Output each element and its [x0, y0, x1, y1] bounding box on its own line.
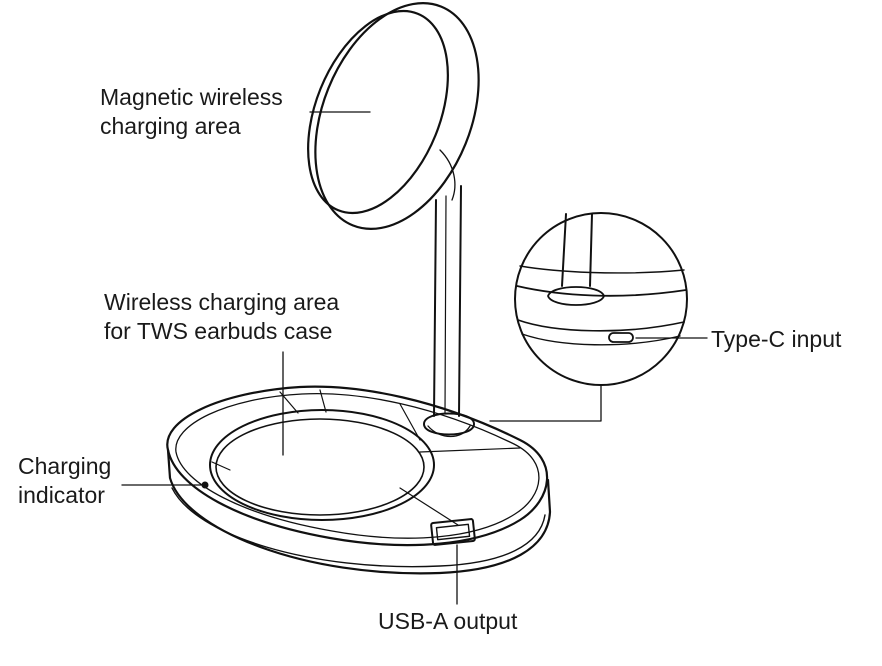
leader-lines [121, 111, 708, 605]
usb-a-port [430, 518, 476, 546]
earbuds-pad-outer [209, 409, 435, 521]
type-c-detail-zoom [514, 212, 688, 386]
magnetic-area-label-line2: charging area [100, 113, 241, 139]
earbuds-pad-inner [215, 418, 425, 516]
usb-a-output-label: USB-A output [378, 608, 518, 634]
charging-indicator-label-line1: Charging [18, 453, 111, 479]
magnetic-head [307, 2, 480, 230]
type-c-port [608, 332, 634, 343]
charger-base [166, 385, 552, 575]
stand-pole [433, 185, 462, 417]
tws-area-label-line2: for TWS earbuds case [104, 318, 332, 344]
charging-indicator-label-line2: indicator [18, 482, 105, 508]
tws-area-label-line1: Wireless charging area [104, 289, 339, 315]
magnetic-area-label-line1: Magnetic wireless [100, 84, 283, 110]
type-c-input-label: Type-C input [711, 326, 842, 352]
charging-indicator-dot [201, 481, 209, 489]
